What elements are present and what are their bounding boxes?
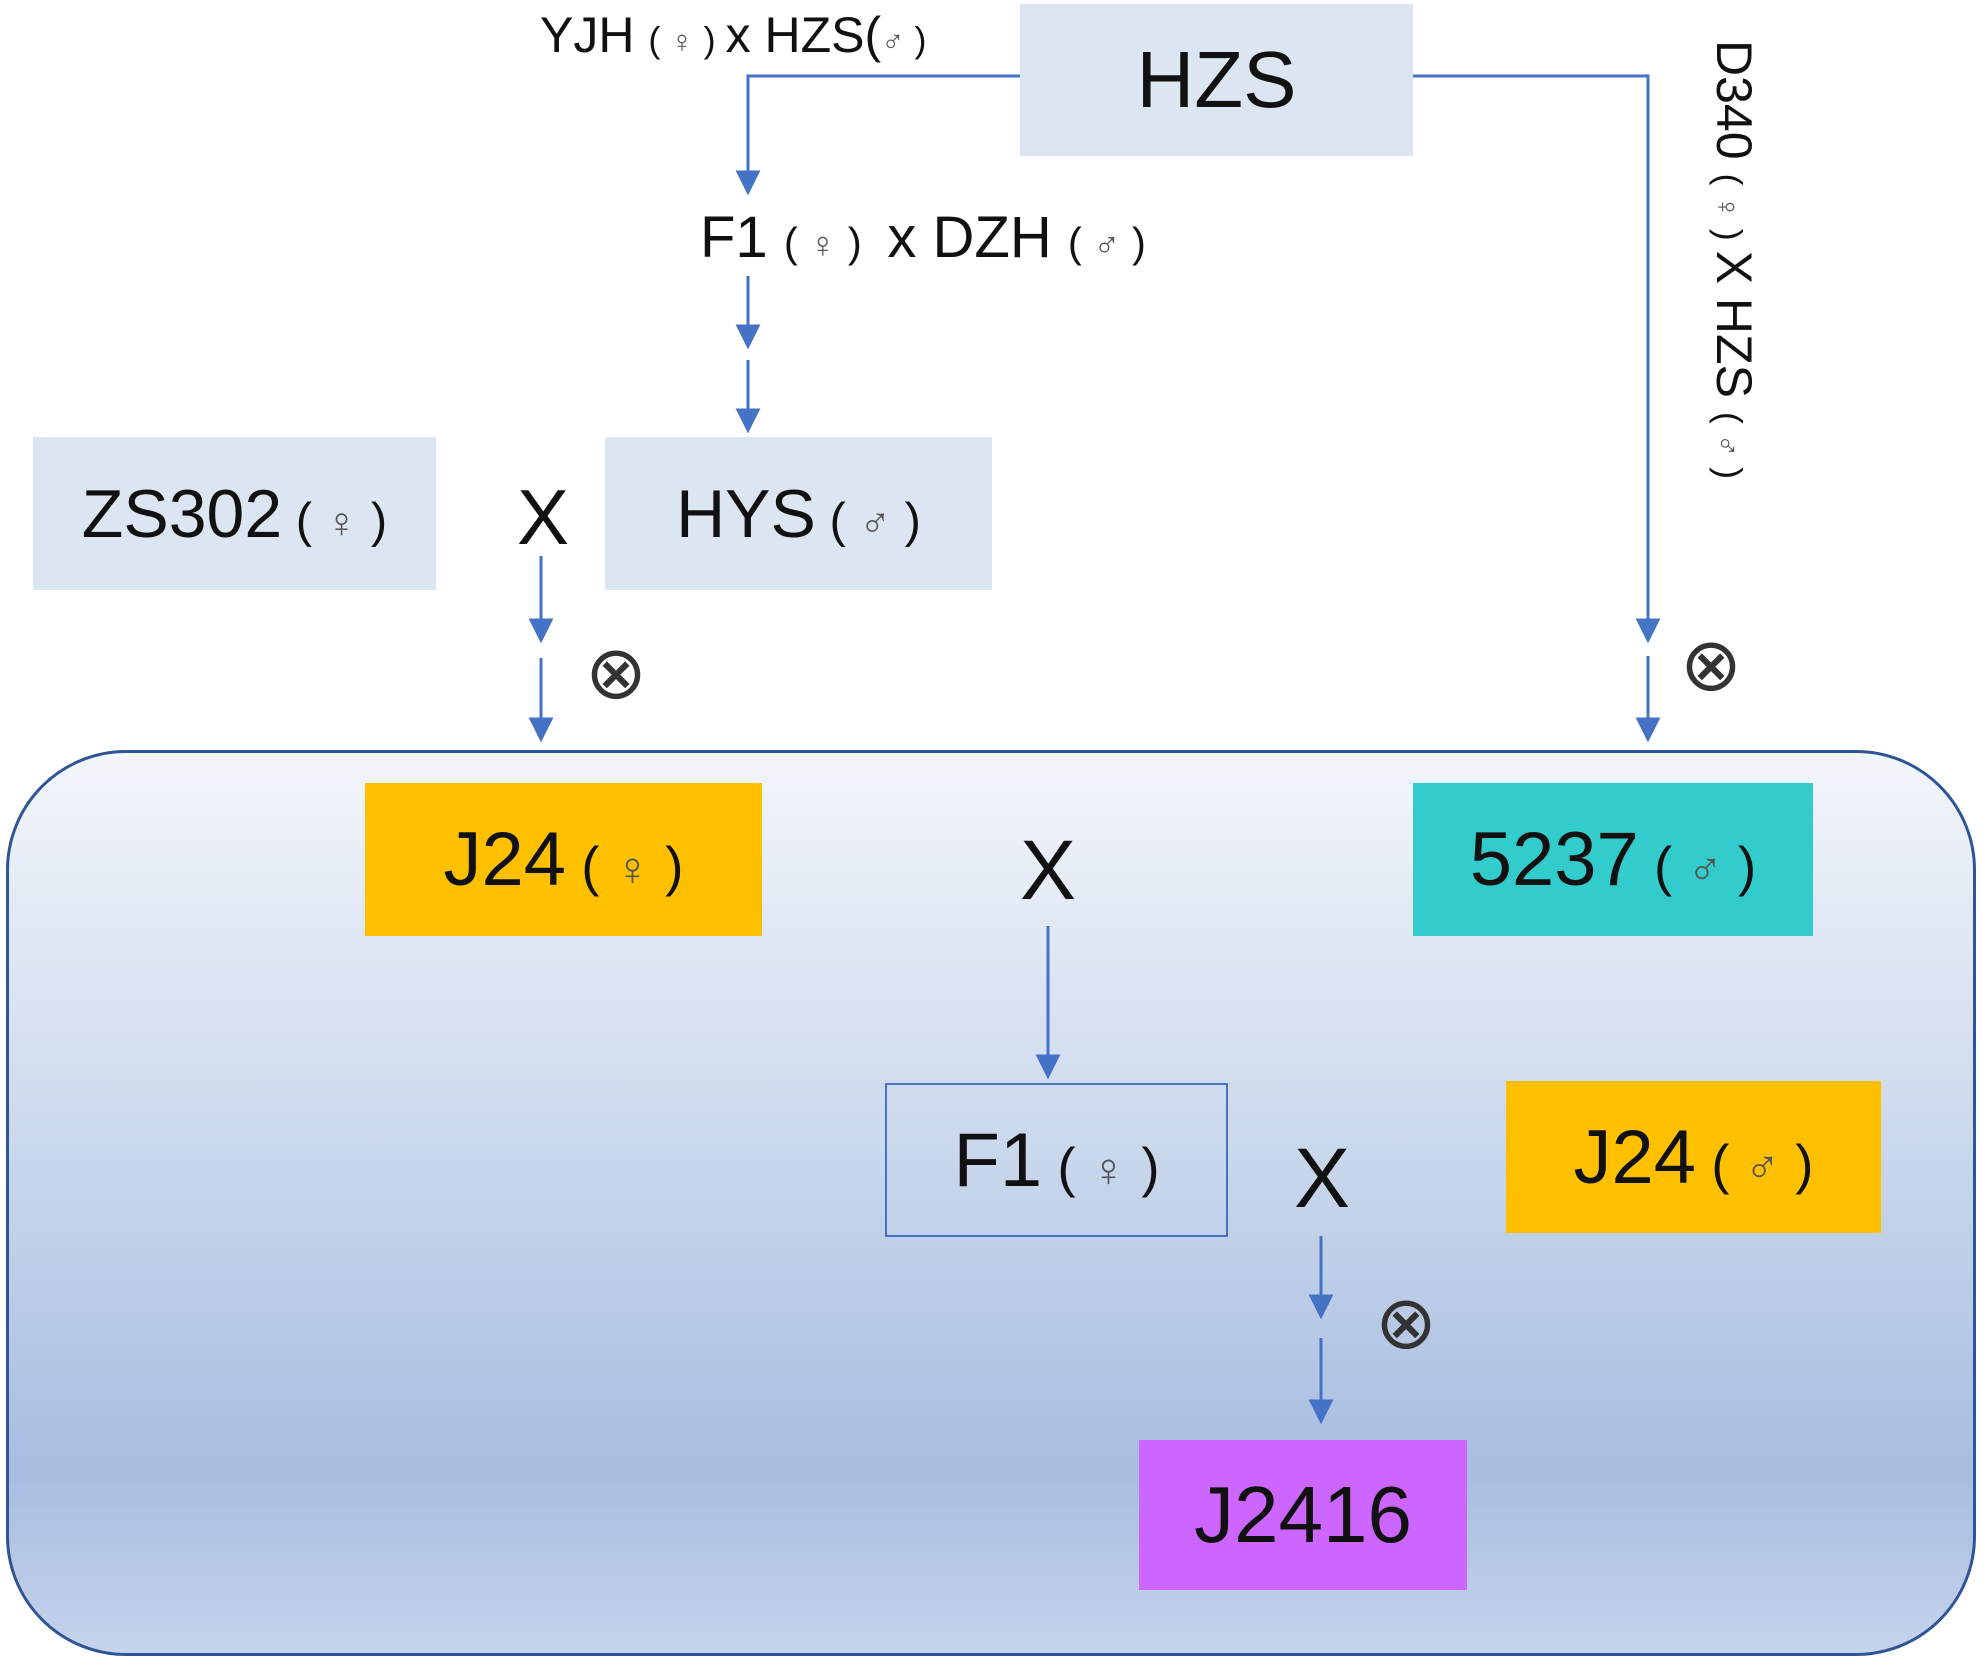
male-symbol: ♂ (1093, 224, 1121, 265)
cross3-female-parent: D340 (1706, 40, 1762, 160)
cross-label-f1-dzh: F1 ( ♀ ) x DZH ( ♂ ) (700, 205, 1146, 270)
arrowhead (735, 170, 761, 196)
cross3-male-parent: X HZS (1706, 250, 1762, 398)
f1-label: F1 ( ♀ ) (953, 1117, 1160, 1203)
cross-marker: X (517, 473, 570, 561)
hzs-node: HZS (1020, 4, 1413, 156)
selfing-icon: ⊗ (585, 631, 648, 714)
male-symbol: ♂ (859, 498, 892, 546)
female-symbol: ♀ (670, 24, 694, 59)
5237-name: 5237 (1469, 817, 1639, 902)
female-symbol: ♀ (1090, 1142, 1127, 1196)
selfing-icon: ⊗ (1680, 623, 1743, 706)
cross1-times: x (725, 7, 751, 63)
hzs-node-label: HZS (1136, 35, 1297, 124)
arrowhead (1635, 618, 1661, 644)
hzs-left-line (746, 74, 1020, 188)
f1-name: F1 (953, 1117, 1043, 1203)
cross2-male-parent: x DZH (887, 205, 1052, 270)
f1-node: F1 ( ♀ ) (885, 1083, 1228, 1237)
cross-label-yjh-hzs: YJH ( ♀ ) x HZS(♂ ) (540, 7, 927, 63)
female-symbol: ♀ (614, 842, 651, 895)
arrowhead (528, 717, 554, 743)
j2416-label: J2416 (1194, 1470, 1412, 1559)
j24-female-label: J24 ( ♀ ) (443, 817, 684, 902)
arrowhead (1308, 1294, 1334, 1320)
5237-node: 5237 ( ♂ ) (1413, 783, 1813, 936)
zs302-name: ZS302 (81, 475, 283, 552)
cross-marker: X (1020, 823, 1077, 917)
arrowhead (528, 618, 554, 644)
arrowhead (1035, 1054, 1061, 1080)
arrowhead (735, 324, 761, 350)
hys-name: HYS (676, 475, 816, 552)
zs302-label: ZS302 ( ♀ ) (81, 475, 388, 552)
selfing-icon: ⊗ (1375, 1281, 1438, 1364)
arrowhead (1635, 717, 1661, 743)
male-symbol: ♂ (1687, 842, 1723, 895)
j24-female-node: J24 ( ♀ ) (365, 783, 762, 936)
j24-male-node: J24 ( ♂ ) (1506, 1081, 1881, 1233)
j24-male-name: J24 (1573, 1114, 1697, 1200)
j2416-node: J2416 (1139, 1440, 1467, 1590)
arrowhead (735, 408, 761, 434)
j24-female-name: J24 (443, 817, 567, 902)
j24-male-label: J24 ( ♂ ) (1573, 1114, 1814, 1200)
cross2-female-parent: F1 (700, 205, 768, 270)
cross1-male-parent: HZS( (764, 7, 882, 63)
cross-marker: X (1294, 1131, 1351, 1225)
hzs-right-line (1413, 74, 1650, 636)
5237-label: 5237 ( ♂ ) (1469, 817, 1757, 902)
hys-label: HYS ( ♂ ) (676, 475, 921, 552)
female-symbol: ♀ (325, 498, 358, 546)
male-symbol: ♂ (1744, 1139, 1781, 1193)
male-symbol: ♂ (881, 24, 905, 59)
cross1-female-parent: YJH (540, 7, 635, 63)
zs302-node: ZS302 ( ♀ ) (33, 437, 436, 590)
hys-node: HYS ( ♂ ) (605, 437, 992, 590)
arrowhead (1308, 1399, 1334, 1425)
cross-label-d340-hzs: D340 ( ♀ ) X HZS ( ♂ ) (1706, 40, 1762, 480)
female-symbol: ♀ (1710, 195, 1745, 219)
female-symbol: ♀ (809, 224, 837, 265)
male-symbol: ♂ (1710, 433, 1745, 458)
